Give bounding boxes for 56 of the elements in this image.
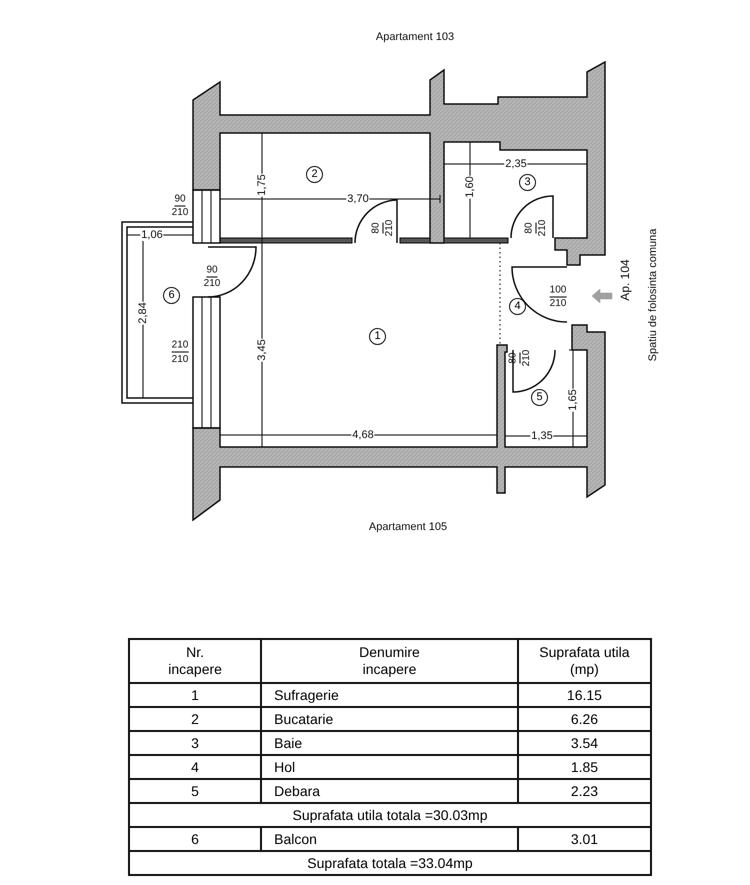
area-value: 6.26	[518, 707, 651, 731]
room-number: 1	[129, 683, 262, 707]
area-value: 1.85	[518, 755, 651, 779]
dimension-value: 1,35	[530, 430, 554, 442]
room-number: 5	[129, 779, 262, 803]
dimension-value: 1,06	[140, 229, 164, 241]
door-size: 210	[204, 278, 220, 290]
area-value: 3.54	[518, 731, 651, 755]
door-size: 210	[172, 207, 188, 219]
dimension-value: 3,45	[256, 338, 268, 362]
door-size: 90	[206, 264, 218, 278]
door-size: 210	[172, 354, 188, 366]
room-name: Sufragerie	[261, 683, 518, 707]
room-number: 6	[129, 827, 262, 851]
door-size: 210	[172, 340, 188, 352]
door-size: 210	[521, 350, 533, 366]
plan-note: Apartament 103	[376, 31, 454, 43]
room-number: 4	[129, 755, 262, 779]
dimension-value: 1,60	[464, 175, 476, 199]
dimension-value: 1,65	[567, 388, 579, 412]
room-name: Debara	[261, 779, 518, 803]
dimension-value: 1,75	[256, 173, 268, 197]
door-size: 80	[370, 222, 384, 234]
door-size: 210	[384, 220, 396, 236]
plan-note: Spatiu de folosinta comuna	[647, 228, 659, 362]
room-number-marker: 5	[531, 389, 548, 406]
room-number: 2	[129, 707, 262, 731]
area-value: 2.23	[518, 779, 651, 803]
room-number-marker: 6	[163, 287, 180, 304]
plan-note: Apartament 105	[368, 521, 448, 533]
column-header: Denumire incapere	[261, 639, 518, 683]
room-number-marker: 2	[306, 166, 323, 183]
column-header: Suprafata utila (mp)	[518, 639, 651, 683]
dimension-value: 2,84	[137, 301, 149, 325]
room-name: Balcon	[261, 827, 518, 851]
door-size: 90	[174, 194, 186, 206]
dimension-value: 2,35	[504, 158, 528, 170]
column-header: Nr. incapere	[129, 639, 262, 683]
area-value: 16.15	[518, 683, 651, 707]
door-size: 210	[550, 298, 566, 310]
room-number-marker: 3	[519, 174, 536, 191]
plan-note: Ap. 104	[619, 259, 631, 301]
area-total: Suprafata utila totala =30.03mp	[129, 803, 651, 827]
dimension-value: 3,70	[346, 193, 370, 205]
room-name: Bucatarie	[261, 707, 518, 731]
door-size: 80	[524, 222, 536, 234]
room-number: 3	[129, 731, 262, 755]
area-value: 3.01	[518, 827, 651, 851]
area-total: Suprafata totala =33.04mp	[129, 851, 651, 875]
room-name: Baie	[261, 731, 518, 755]
room-name: Hol	[261, 755, 518, 779]
room-number-marker: 4	[509, 298, 526, 315]
door-size: 210	[537, 220, 549, 236]
dimension-value: 4,68	[351, 429, 375, 441]
room-number-marker: 1	[369, 328, 386, 345]
door-size: 100	[550, 284, 566, 298]
